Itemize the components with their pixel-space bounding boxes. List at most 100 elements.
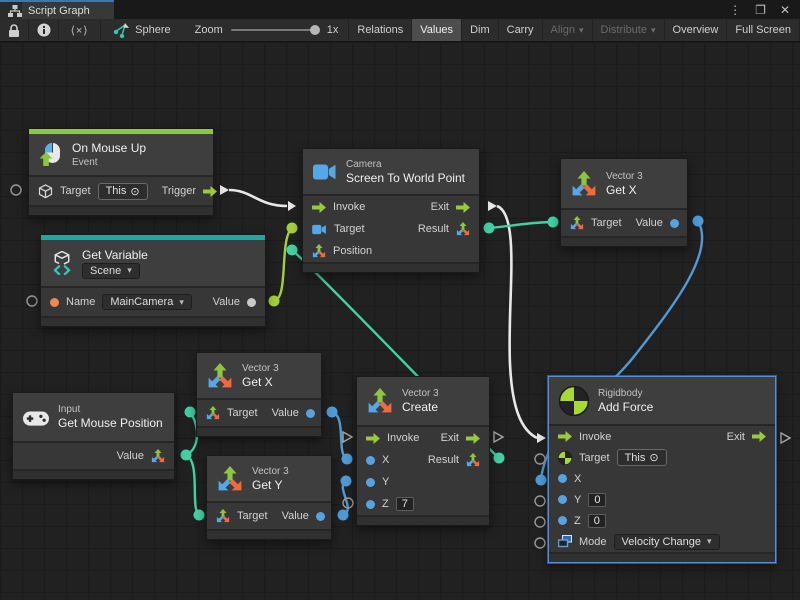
this-pill[interactable]: This ⊙ [97,182,148,200]
tab-script-graph[interactable]: Script Graph [0,0,114,19]
variable-accent-bar [41,235,265,240]
lock-button[interactable] [0,19,29,41]
port-getx-top-value[interactable] [692,215,704,227]
enum-icon [558,535,572,548]
info-button[interactable] [29,19,59,41]
port-addforce-x[interactable] [535,474,547,486]
port-getx-top-target[interactable] [547,216,559,228]
port-getx-mid-value[interactable] [326,406,338,418]
port-onmouseup-target[interactable] [10,184,22,196]
zoom-slider[interactable] [230,25,320,35]
node-get-mouse-position[interactable]: Input Get Mouse Position Value [12,392,175,480]
dim-toggle[interactable]: Dim [462,19,499,41]
mode-dropdown[interactable]: Velocity Change ▾ [613,533,720,550]
node-add-force[interactable]: Rigidbody Add Force Invoke Exit Target T… [548,376,776,563]
port-getx-mid-target[interactable] [184,406,196,418]
node-get-x-top[interactable]: Vector 3 Get X Target Value [560,158,688,247]
zoom-slider-handle[interactable] [309,25,320,35]
port-gety-target[interactable] [193,509,205,521]
script-machine-icon [113,22,130,38]
port-camera-result[interactable] [483,222,495,234]
vector3-icon [572,170,596,195]
node-vector3-create[interactable]: Vector 3 Create Invoke Exit X Result [356,376,490,526]
port-camera-position[interactable] [286,244,298,256]
port-camera-target[interactable] [286,222,298,234]
node-get-x-mid[interactable]: Vector 3 Get X Target Value [196,352,322,437]
value-label: Value [635,217,663,229]
this-pill[interactable]: This ⊙ [616,449,667,466]
mouse-up-icon [39,142,61,166]
flow-arrow-icon [366,432,380,444]
gamepad-icon [23,409,49,427]
target-label: Target [591,217,622,229]
port-mouseposition-value[interactable] [180,449,192,461]
invoke-label: Invoke [387,432,420,444]
wire-exit-to-addforce-invoke[interactable] [496,204,538,440]
graph-canvas[interactable]: On Mouse Up Event Target This ⊙ Trigger [0,42,800,600]
port-gety-value[interactable] [337,509,349,521]
graph-hierarchy-icon [8,4,22,17]
carry-toggle[interactable]: Carry [499,19,543,41]
zoom-value: 1x [326,24,339,36]
info-icon [37,23,50,37]
node-screen-to-world-point[interactable]: Camera Screen To World Point Invoke Exit… [302,148,480,273]
node-footer [197,428,321,436]
target-label: Target [227,407,258,419]
variable-scope-dropdown[interactable]: Scene ▾ [82,262,140,279]
port-create-y[interactable] [340,475,352,487]
wire-variable-to-target[interactable] [273,227,293,303]
overview-button[interactable]: Overview [665,19,728,41]
y-value-field[interactable]: 0 [588,492,607,507]
kebab-menu-icon[interactable]: ⋮ [729,2,742,17]
node-title: Get Y [252,477,283,492]
wire-result-to-getx-top[interactable] [488,220,554,230]
z-label: Z [574,514,581,527]
port-camera-exit[interactable] [488,201,497,211]
node-category: Camera [346,158,382,170]
target-label: Target [60,185,91,197]
align-dropdown[interactable]: Align▾ [543,19,593,41]
node-footer [357,517,489,525]
node-get-y[interactable]: Vector 3 Get Y Target Value [206,455,332,540]
maximize-icon[interactable]: ❐ [755,2,766,17]
port-create-x[interactable] [341,453,353,465]
vector3-icon [312,244,326,258]
fullscreen-button[interactable]: Full Screen [727,19,800,41]
result-label: Result [417,223,449,235]
variable-name-dropdown[interactable]: MainCamera ▾ [102,294,192,310]
port-addforce-z[interactable] [534,516,546,528]
wire-trigger-to-invoke[interactable] [228,188,288,208]
port-addforce-target[interactable] [534,453,546,465]
port-addforce-mode[interactable] [534,537,546,549]
port-getvariable-name[interactable] [26,295,38,307]
node-on-mouse-up[interactable]: On Mouse Up Event Target This ⊙ Trigger [28,128,218,216]
relations-toggle[interactable]: Relations [349,19,413,41]
node-get-variable[interactable]: Get Variable Scene ▾ Name MainCamera ▾ V… [40,234,266,327]
port-create-result[interactable] [493,452,505,464]
port-create-z[interactable] [342,497,354,509]
z-value-field[interactable]: 0 [587,513,606,528]
port-create-invoke[interactable] [342,430,354,444]
exit-label: Exit [440,432,459,444]
distribute-dropdown[interactable]: Distribute▾ [593,19,665,41]
values-toggle[interactable]: Values [412,19,463,41]
y-label: Y [382,476,390,488]
camera-icon [313,164,336,179]
variable-icon [53,251,71,275]
carets-icon: ⟨×⟩ [70,24,89,37]
wire-getx-mid-to-create-x[interactable] [331,410,348,461]
port-getvariable-value[interactable] [268,295,280,307]
port-create-exit[interactable] [493,430,505,444]
port-addforce-y[interactable] [534,495,546,507]
z-value-field[interactable]: 7 [395,497,414,511]
port-onmouseup-trigger[interactable] [220,185,229,195]
vector3-icon [466,453,480,467]
value-label: Value [271,407,299,419]
value-label: Value [116,450,144,462]
port-addforce-exit[interactable] [780,431,792,445]
close-icon[interactable]: ✕ [779,2,790,17]
float-port-dot [669,218,679,228]
float-port-dot [305,408,315,418]
breadcrumb-button[interactable]: ⟨×⟩ [59,19,102,41]
wire-mouse-to-gety[interactable] [185,453,200,516]
